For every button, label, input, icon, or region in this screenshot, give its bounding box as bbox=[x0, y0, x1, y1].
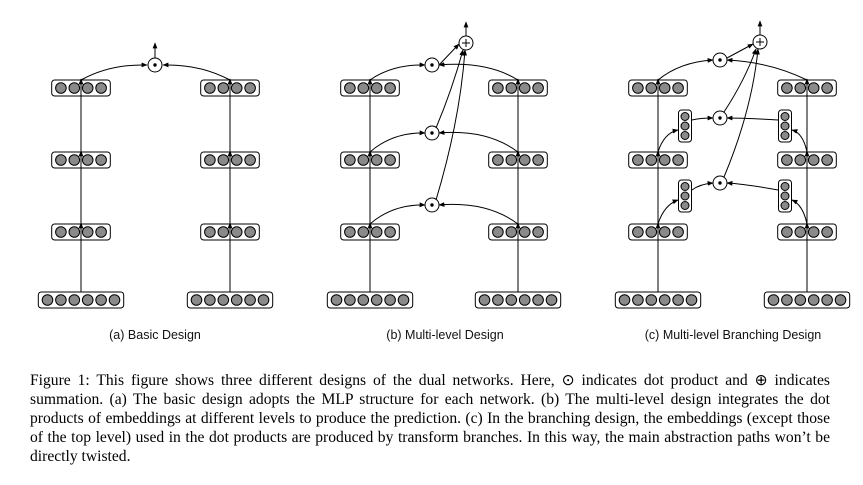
panel-b-label: (b) Multi-level Design bbox=[386, 328, 504, 342]
figure-caption: Figure 1: This figure shows three differ… bbox=[30, 371, 830, 466]
dot-product-node bbox=[424, 57, 440, 73]
edge-arrow bbox=[791, 129, 808, 153]
edge-arrow bbox=[723, 48, 760, 178]
input-layer-right bbox=[186, 291, 274, 309]
panel-b-multi-level-design bbox=[326, 21, 562, 309]
panel-c-multi-level-branching-design bbox=[614, 20, 851, 309]
caption-text: This figure shows three different design… bbox=[30, 372, 834, 465]
summation-node bbox=[458, 35, 474, 51]
edge-arrow bbox=[435, 49, 468, 201]
panel-a-label: (a) Basic Design bbox=[109, 328, 201, 342]
edge-arrow bbox=[369, 130, 426, 153]
dot-product-node bbox=[712, 52, 728, 68]
edge-arrow bbox=[726, 43, 754, 59]
hidden-layer-right bbox=[488, 151, 548, 169]
panel-a-basic-design bbox=[37, 42, 274, 309]
edge-arrow bbox=[791, 199, 808, 225]
edge-arrow bbox=[691, 115, 714, 121]
edge-arrow bbox=[438, 62, 519, 81]
edge-arrow bbox=[369, 202, 426, 225]
network-design-figure bbox=[37, 20, 851, 309]
edge-arrow bbox=[657, 128, 679, 153]
edge-arrow bbox=[162, 62, 231, 81]
caption-prefix: Figure 1: bbox=[30, 372, 90, 389]
dot-product-node bbox=[424, 125, 440, 141]
branch-left-lower bbox=[678, 179, 692, 213]
edge-arrow bbox=[726, 115, 779, 121]
dot-product-node bbox=[712, 175, 728, 191]
branch-right-upper bbox=[778, 109, 792, 143]
edge-arrow bbox=[723, 48, 757, 113]
edge-arrow bbox=[438, 202, 519, 225]
edge-arrow bbox=[657, 57, 714, 81]
edge-arrow bbox=[435, 49, 464, 129]
input-layer-right bbox=[763, 291, 851, 309]
edge-arrow bbox=[691, 181, 714, 191]
dot-product-node bbox=[424, 197, 440, 213]
edge-arrow bbox=[726, 180, 779, 191]
dot-product-node bbox=[712, 110, 728, 126]
input-layer-left bbox=[37, 291, 125, 309]
edge-arrow bbox=[369, 62, 426, 81]
edge-arrow bbox=[438, 130, 519, 153]
panel-c-label: (c) Multi-level Branching Design bbox=[644, 328, 822, 342]
edge-arrow bbox=[438, 43, 460, 66]
edge-arrow bbox=[726, 57, 808, 81]
branch-left-upper bbox=[678, 109, 692, 143]
input-layer-left bbox=[614, 291, 702, 309]
branch-right-lower bbox=[778, 179, 792, 213]
input-layer-left bbox=[326, 291, 414, 309]
hidden-layer-right bbox=[488, 223, 548, 241]
edge-arrow bbox=[80, 62, 148, 81]
summation-node bbox=[752, 34, 768, 50]
dot-product-node bbox=[147, 57, 163, 73]
input-layer-right bbox=[474, 291, 562, 309]
edge-arrow bbox=[657, 199, 679, 225]
